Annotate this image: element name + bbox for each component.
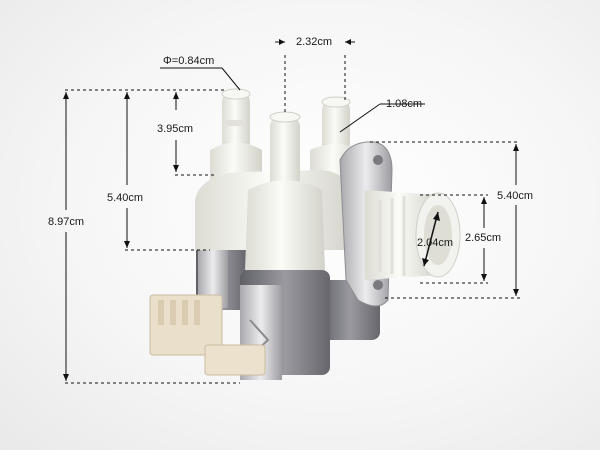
total-height-label: 8.97cm xyxy=(48,216,85,228)
inlet-height-label: 5.40cm xyxy=(497,190,534,202)
inlet-assembly xyxy=(339,141,461,307)
diameter-label: Φ=0.84cm xyxy=(163,55,215,67)
inlet-center-label: 2.65cm xyxy=(465,232,502,244)
inlet-diameter-label: 2.04cm xyxy=(417,237,454,249)
connector-block xyxy=(149,294,266,376)
center-nozzle xyxy=(245,111,325,270)
nozzle-offset-label: 1.08cm xyxy=(386,98,423,110)
nozzle-height-label: 3.95cm xyxy=(157,123,194,135)
dimension-lines xyxy=(63,39,520,384)
upper-height-label: 5.40cm xyxy=(107,192,144,204)
spacing-label: 2.32cm xyxy=(296,36,333,48)
